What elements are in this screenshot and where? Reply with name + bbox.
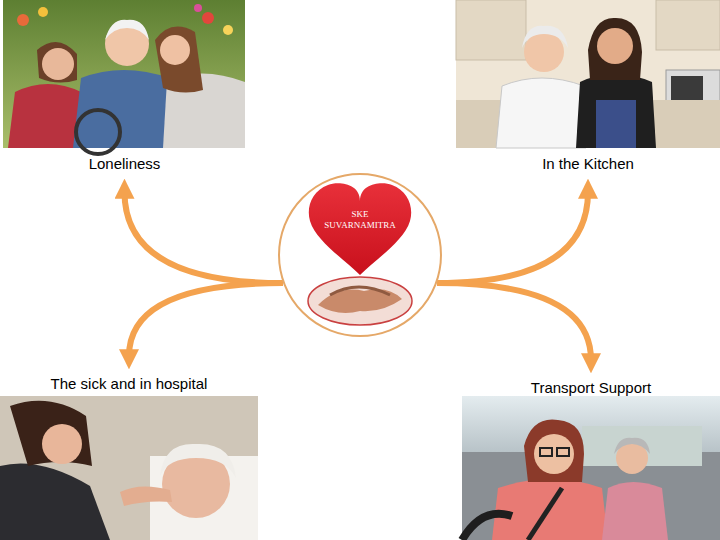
curved-arrow: [437, 283, 591, 360]
heart-emblem: [308, 183, 412, 325]
curved-arrow: [125, 192, 283, 283]
card-label: In the Kitchen: [456, 154, 720, 174]
emblem-title: SKE SUVARNAMITRA: [318, 209, 402, 231]
photo-card: Transport Support: [462, 372, 720, 540]
curved-arrow: [437, 192, 588, 283]
photo-kitchen: [456, 0, 720, 148]
curved-arrow: [129, 283, 283, 356]
card-label: The sick and in hospital: [0, 374, 258, 394]
photo-loneliness: [3, 0, 245, 154]
card-label: Transport Support: [462, 378, 720, 398]
photo-car: [462, 396, 720, 540]
photo-card: In the Kitchen: [456, 0, 720, 180]
card-label: Loneliness: [2, 154, 247, 174]
photo-card: Loneliness: [2, 0, 247, 180]
photo-hospital: [0, 396, 258, 540]
photo-card: The sick and in hospital: [0, 368, 258, 540]
center-circle: SKE SUVARNAMITRA: [278, 173, 442, 337]
